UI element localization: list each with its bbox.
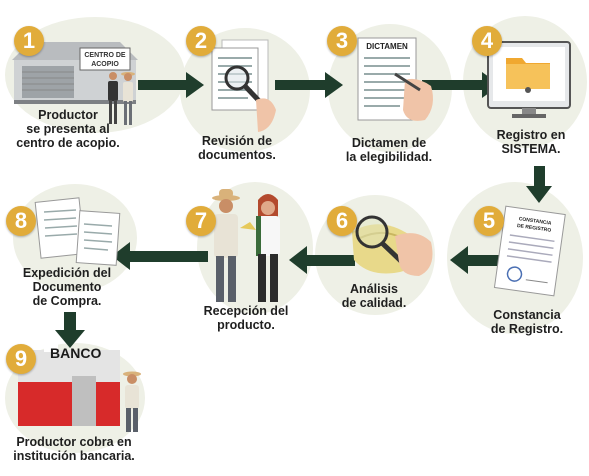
monitor-folder-illustration bbox=[487, 41, 571, 118]
step-2-label: Revisión de documentos. bbox=[185, 134, 289, 162]
acopio-sign-line2: ACOPIO bbox=[91, 61, 119, 68]
step-1-badge: 1 bbox=[14, 26, 44, 56]
step-1-label: Productor se presenta al centro de acopi… bbox=[8, 108, 128, 150]
step-2-line-2: documentos. bbox=[198, 148, 276, 162]
step-8-line-1: Expedición del bbox=[22, 266, 112, 280]
step-5-badge: 5 bbox=[474, 206, 504, 236]
step-3-line-2: la elegibilidad. bbox=[345, 150, 433, 164]
step-4-label: Registro en SISTEMA. bbox=[486, 128, 576, 156]
step-5-label: Constancia de Registro. bbox=[478, 308, 576, 336]
arrow-7-to-8 bbox=[112, 242, 208, 270]
arrow-5-to-6 bbox=[450, 246, 510, 274]
step-6-label: Análisis de calidad. bbox=[334, 282, 414, 310]
warehouse-illustration: CENTRO DE ACOPIO bbox=[12, 42, 138, 125]
arrow-8-to-9 bbox=[55, 312, 85, 348]
purchase-documents-illustration bbox=[34, 197, 121, 266]
step-2-line-1: Revisión de bbox=[201, 134, 273, 148]
step-8-line-3: de Compra. bbox=[32, 294, 102, 308]
step-4-line-1: Registro en bbox=[496, 128, 566, 142]
dictamen-document-title: DICTAMEN bbox=[366, 42, 408, 51]
constancia-title-line1: CONSTANCIA bbox=[518, 216, 552, 227]
step-8-line-2: Documento bbox=[32, 280, 102, 294]
documents-magnifier-illustration bbox=[211, 39, 276, 132]
step-7-line-1: Recepción del bbox=[203, 304, 289, 318]
step-5-line-1: Constancia bbox=[493, 308, 561, 322]
step-9-label: Productor cobra en institución bancaria. bbox=[4, 435, 144, 463]
step-8-label: Expedición del Documento de Compra. bbox=[14, 266, 120, 308]
step-7-line-2: producto. bbox=[217, 318, 275, 332]
step-3-label: Dictamen de la elegibilidad. bbox=[336, 136, 442, 164]
step-3-badge: 3 bbox=[327, 26, 357, 56]
step-7-label: Recepción del producto. bbox=[196, 304, 296, 332]
step-9-line-2: institución bancaria. bbox=[13, 449, 135, 463]
step-5-line-2: de Registro. bbox=[490, 322, 564, 336]
step-9-line-1: Productor cobra en bbox=[16, 435, 132, 449]
constancia-document-illustration: CONSTANCIA DE REGISTRO bbox=[493, 205, 566, 297]
step-1-line-3: centro de acopio. bbox=[16, 136, 120, 150]
step-1-line-2: se presenta al bbox=[26, 122, 110, 136]
step-4-line-2: SISTEMA. bbox=[501, 142, 561, 156]
step-4-badge: 4 bbox=[472, 26, 502, 56]
step-3-line-1: Dictamen de bbox=[351, 136, 427, 150]
step-2-badge: 2 bbox=[186, 26, 216, 56]
grain-magnifier-illustration bbox=[352, 215, 433, 276]
step-6-line-1: Análisis bbox=[350, 282, 398, 296]
step-6-badge: 6 bbox=[327, 206, 357, 236]
arrow-6-to-7 bbox=[289, 246, 355, 274]
reception-people-illustration bbox=[212, 189, 280, 302]
dictamen-document-illustration: DICTAMEN bbox=[357, 37, 433, 121]
constancia-title-line2: DE REGISTRO bbox=[517, 223, 552, 234]
step-8-badge: 8 bbox=[6, 206, 36, 236]
bank-illustration: BANCO bbox=[18, 342, 141, 432]
arrow-2-to-3 bbox=[275, 72, 343, 98]
step-1-line-1: Productor bbox=[38, 108, 98, 122]
step-6-line-2: de calidad. bbox=[341, 296, 407, 310]
arrow-4-to-5 bbox=[526, 166, 552, 203]
arrow-1-to-2 bbox=[138, 72, 204, 98]
step-9-badge: 9 bbox=[6, 344, 36, 374]
step-7-badge: 7 bbox=[186, 206, 216, 236]
bank-sign: BANCO bbox=[50, 345, 101, 361]
acopio-sign-line1: CENTRO DE bbox=[84, 52, 126, 59]
